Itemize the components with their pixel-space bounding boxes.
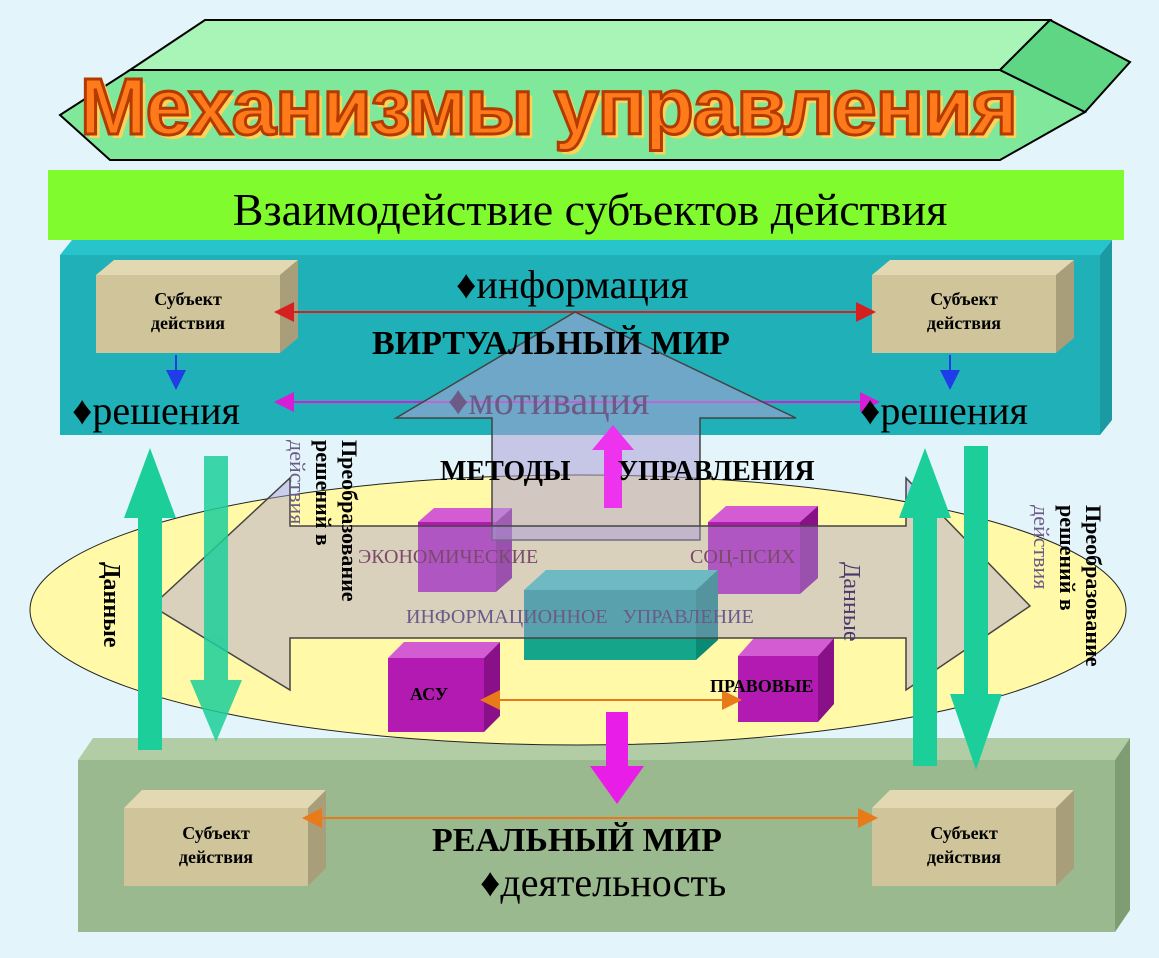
data-left-label: Данные xyxy=(98,562,124,648)
teal-up-arrow-left xyxy=(124,448,176,750)
motivation-label: ♦мотивация xyxy=(448,378,650,423)
page-title: Механизмы управления xyxy=(79,61,1020,153)
subject-box-real-right-shape xyxy=(872,790,1074,886)
real-world-label: РЕАЛЬНЫЙ МИР xyxy=(432,822,722,859)
cube-economic xyxy=(418,508,512,592)
cube-socpsych xyxy=(708,506,818,594)
decisions-right-label: ♦решения xyxy=(860,388,1028,433)
asu-label: АСУ xyxy=(410,684,449,704)
activity-label: ♦деятельность xyxy=(480,860,727,905)
subtitle: Взаимодействие субъектов действия xyxy=(232,184,948,235)
transform-left-label: Преобразование решений в действия xyxy=(285,440,362,602)
cube-asu xyxy=(388,642,500,732)
magenta-down-arrow xyxy=(590,712,644,804)
magenta-up-arrow xyxy=(592,425,634,508)
economic-label: ЭКОНОМИЧЕСКИЕ xyxy=(358,546,539,568)
info-mgmt-label: ИНФОРМАЦИОННОЕ УПРАВЛЕНИЕ xyxy=(406,606,754,628)
methods-label: МЕТОДЫ УПРАВЛЕНИЯ xyxy=(440,456,815,487)
double-horizontal-arrow xyxy=(150,476,1032,692)
motivation-up-arrow xyxy=(393,311,797,541)
legal-label: ПРАВОВЫЕ xyxy=(710,676,814,696)
subject-box-virtual-left-shape xyxy=(96,260,298,353)
data-right-label: Данные xyxy=(838,562,864,642)
teal-down-arrow-left xyxy=(190,456,242,742)
cube-legal xyxy=(738,638,834,722)
virtual-world-label: ВИРТУАЛЬНЫЙ МИР xyxy=(372,325,730,362)
teal-up-arrow-right xyxy=(899,448,951,766)
socpsych-label: СОЦ-ПСИХ xyxy=(690,546,796,568)
subtitle-banner xyxy=(48,170,1124,240)
transform-right-label: Преобразование решений в действия xyxy=(1029,505,1106,667)
information-label: ♦информация xyxy=(456,262,689,307)
decisions-left-label: ♦решения xyxy=(72,388,240,433)
subject-box-virtual-right-shape xyxy=(872,260,1074,353)
title-prism xyxy=(58,18,1132,161)
teal-down-arrow-right xyxy=(950,446,1002,770)
